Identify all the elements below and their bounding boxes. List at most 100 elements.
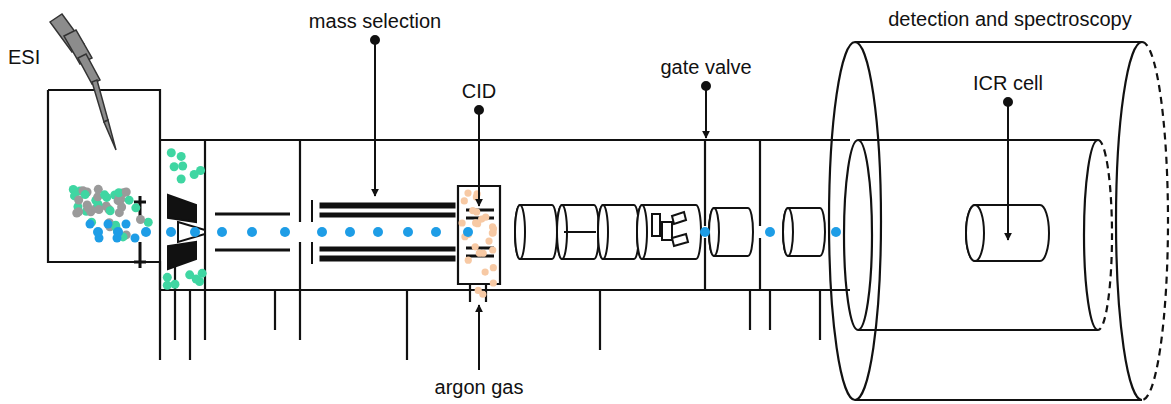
leader-lines [374, 40, 376, 196]
spray-droplets [163, 273, 172, 282]
spray-droplets [81, 190, 90, 199]
spray-droplets [170, 162, 179, 171]
spray-droplets [104, 220, 113, 229]
esi-needle [92, 80, 108, 122]
ion-beam [93, 227, 103, 237]
argon-gas-dots [458, 189, 497, 297]
leader-lines [478, 110, 480, 206]
ion-lenses [652, 214, 660, 236]
quadrupole-rods [320, 213, 455, 217]
spray-droplets [131, 203, 140, 212]
ion-beam [166, 227, 176, 237]
ion-lenses [637, 205, 647, 259]
ion-beam [345, 227, 355, 237]
ion-beam [831, 227, 841, 237]
ion-guide [215, 214, 290, 250]
argon-gas-dots [474, 220, 481, 227]
magnet-cylinder [855, 42, 1142, 400]
ion-lenses [662, 222, 672, 240]
inlet-skimmer [168, 195, 196, 222]
inlet-skimmer [178, 222, 205, 242]
spray-droplets [144, 218, 153, 227]
quadrupole-rods [320, 247, 455, 251]
spray-droplets [177, 152, 186, 161]
spray-droplets [131, 234, 140, 243]
ion-beam [217, 227, 227, 237]
ion-lenses [557, 205, 599, 259]
argon-gas-dots [489, 229, 496, 236]
ion-guide [215, 249, 290, 252]
ion-beam [93, 227, 841, 237]
magnet-cylinder [829, 42, 1168, 400]
ion-beam [403, 227, 413, 237]
argon-gas-dots [490, 264, 497, 271]
ion-lenses [564, 231, 596, 233]
ion-lenses [783, 208, 825, 256]
spray-droplets [190, 170, 199, 179]
vacuum-housing [160, 262, 205, 360]
quadrupole-rods [311, 242, 313, 264]
ion-lenses [709, 208, 753, 256]
magnet-cylinder [844, 140, 872, 330]
leader-lines [371, 36, 1012, 370]
spray-droplets [69, 148, 207, 289]
spray-droplets [72, 208, 81, 217]
ion-lenses [515, 205, 557, 259]
argon-gas-dots [465, 257, 472, 264]
ion-lenses [598, 205, 639, 259]
magnet-cylinder [1098, 140, 1112, 330]
cid-cell [470, 284, 486, 302]
vacuum-housing [160, 140, 300, 290]
spray-droplets [86, 220, 95, 229]
icr-cell [966, 205, 984, 261]
inlet-skimmer [134, 195, 205, 269]
part-label: detection and spectroscopy [886, 8, 1134, 30]
spray-droplets [122, 188, 131, 197]
magnet-cylinder [858, 140, 1098, 330]
ion-beam [190, 227, 200, 237]
spray-droplets [163, 281, 172, 290]
vacuum-housing [705, 140, 760, 290]
spray-droplets [136, 215, 145, 224]
ion-beam [463, 227, 473, 237]
vacuum-housing [160, 140, 850, 290]
spray-droplets [117, 203, 126, 212]
ion-lenses [598, 205, 608, 259]
magnet-cylinder [1084, 140, 1098, 330]
argon-gas-dots [473, 208, 480, 215]
argon-gas-dots [472, 243, 479, 250]
spray-droplets [170, 280, 179, 289]
leader-lines [705, 86, 707, 138]
ion-beam [431, 227, 441, 237]
leader-lines [1007, 102, 1009, 240]
argon-gas-dots [482, 268, 489, 275]
spray-droplets [125, 196, 134, 205]
part-label: argon gas [433, 376, 526, 398]
ion-beam [141, 227, 151, 237]
leader-lines [478, 305, 480, 370]
spray-droplets [185, 270, 194, 279]
argon-gas-dots [475, 287, 482, 294]
ion-beam [373, 227, 383, 237]
argon-gas-dots [489, 246, 496, 253]
argon-gas-dots [489, 223, 496, 230]
esi-needle [50, 14, 116, 150]
part-label: CID [460, 80, 498, 102]
esi-needle [104, 120, 116, 150]
ion-beam [700, 227, 710, 237]
ion-beam [280, 227, 290, 237]
quadrupole-rods [320, 256, 455, 261]
quadrupole-rods [312, 200, 455, 264]
spray-droplets [167, 148, 176, 157]
part-label: gate valve [658, 56, 753, 78]
spray-droplets [106, 206, 115, 215]
part-label: mass selection [307, 10, 443, 32]
part-label: ESI [6, 46, 42, 68]
vacuum-housing [48, 90, 850, 360]
argon-gas-dots [490, 279, 497, 286]
ion-beam [765, 227, 775, 237]
ion-lenses [783, 208, 793, 256]
argon-gas-dots [458, 219, 465, 226]
